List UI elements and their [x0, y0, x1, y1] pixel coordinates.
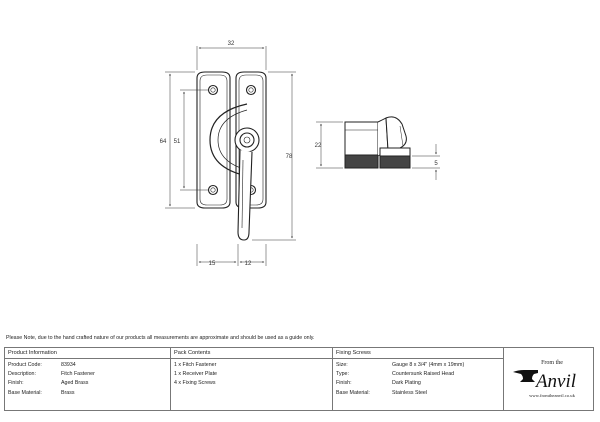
dim-height-total: 78 [286, 154, 293, 160]
dim-width-bottom-right: 12 [245, 261, 252, 267]
info-value: Fitch Fastener [61, 371, 95, 378]
logo-section: From the Anvil www.fromtheanvil.co.uk [503, 348, 595, 410]
fixing-screws-heading: Fixing Screws [333, 348, 503, 359]
disclaimer-note: Please Note, due to the hand crafted nat… [6, 335, 315, 341]
info-row: Finish: Aged Brass [8, 379, 170, 388]
logo-name: Anvil [534, 371, 576, 392]
logo-from-the: From the [541, 360, 563, 366]
screw-label: Size: [336, 362, 348, 368]
info-row: Base Material: Brass [8, 389, 170, 398]
info-value: Brass [61, 389, 75, 396]
dim-height-inner: 51 [174, 139, 181, 145]
info-row: Product Code: 83934 [8, 361, 170, 370]
dim-width-bottom-left: 15 [209, 261, 216, 267]
info-value: Aged Brass [61, 380, 89, 387]
pack-contents-section: Pack Contents 1 x Fitch Fastener 1 x Rec… [170, 348, 332, 410]
screw-row: Type: Countersunk Raised Head [336, 370, 503, 379]
info-table: Product Information Product Code: 83934 D… [4, 347, 594, 411]
dim-side-small: 5 [434, 161, 438, 167]
fastener-front-view [196, 71, 267, 241]
fastener-side-view [344, 116, 411, 169]
info-value: 83934 [61, 362, 76, 368]
logo-url: www.fromtheanvil.co.uk [529, 393, 575, 398]
screw-label: Base Material: [336, 389, 370, 396]
info-label: Base Material: [8, 389, 42, 396]
pack-contents-heading: Pack Contents [171, 348, 332, 359]
info-label: Product Code: [8, 362, 42, 368]
screw-value: Countersunk Raised Head [392, 371, 455, 378]
pack-item: 1 x Fitch Fastener [174, 362, 217, 368]
screw-label: Finish: [336, 380, 352, 387]
info-label: Description: [8, 371, 36, 378]
screw-value: Stainless Steel [392, 389, 428, 396]
fixing-screws-section: Fixing Screws Size: Gauge 8 x 3/4" (4mm x… [332, 348, 503, 410]
anvil-logo: From the Anvil www.fromtheanvil.co.uk [513, 360, 576, 398]
screw-row: Size: Gauge 8 x 3/4" (4mm x 19mm) [336, 361, 503, 370]
screw-value: Dark Plating [392, 380, 421, 387]
product-information-section: Product Information Product Code: 83934 D… [5, 348, 170, 410]
dim-side-height: 22 [315, 143, 322, 149]
dim-width-top: 32 [228, 41, 235, 47]
screw-value: Gauge 8 x 3/4" (4mm x 19mm) [392, 362, 465, 368]
technical-drawing: 32 64 51 78 15 12 22 5 [160, 41, 440, 267]
anvil-icon [513, 370, 538, 382]
screw-row: Base Material: Stainless Steel [336, 389, 503, 398]
pack-item: 1 x Receiver Plate [174, 371, 217, 378]
screw-row: Finish: Dark Plating [336, 379, 503, 388]
info-label: Finish: [8, 380, 24, 387]
info-row: Description: Fitch Fastener [8, 370, 170, 379]
pack-item: 4 x Fixing Screws [174, 380, 216, 387]
product-information-heading: Product Information [5, 348, 170, 359]
dim-height-outer: 64 [160, 139, 167, 145]
screw-label: Type: [336, 371, 349, 378]
